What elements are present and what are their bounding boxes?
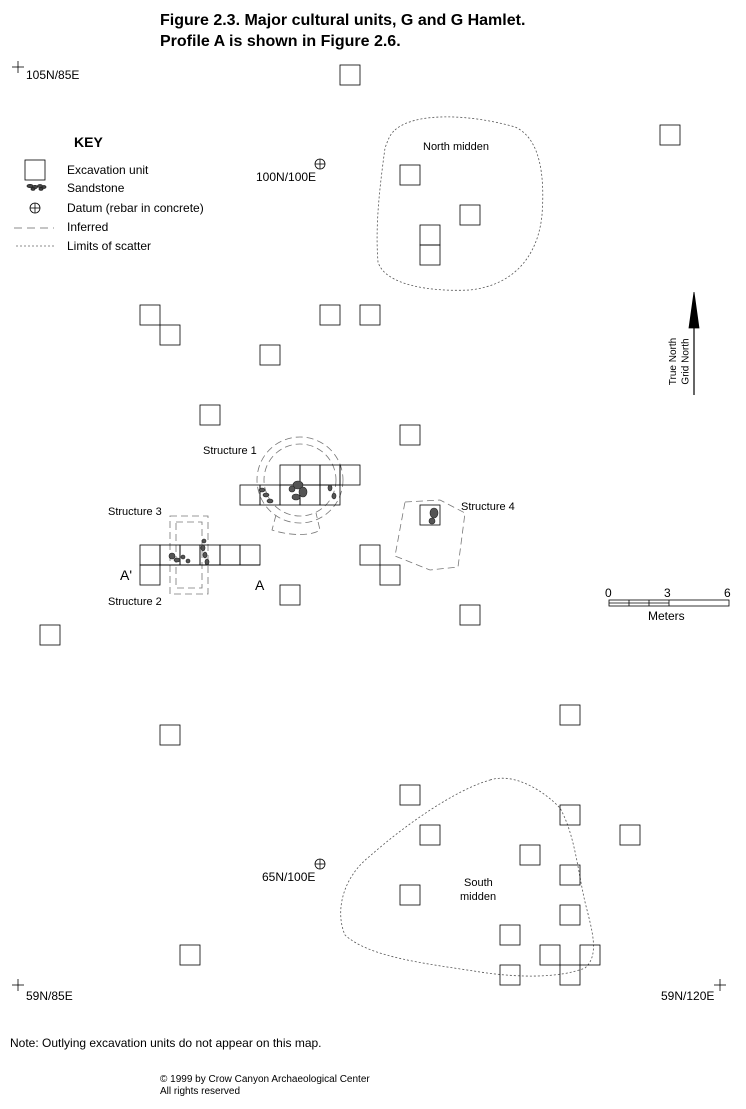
grid-label-nw: 105N/85E [26, 68, 80, 82]
label-south-midden-2: midden [460, 891, 497, 903]
structure-3-outline [169, 515, 209, 595]
copyright: © 1999 by Crow Canyon Archaeological Cen… [160, 1074, 370, 1098]
figure-title: Figure 2.3. Major cultural units, G and … [160, 10, 525, 52]
north-midden-boundary [376, 116, 544, 291]
key-label-excavation-unit: Excavation unit [67, 163, 149, 177]
datum-icon [29, 202, 41, 214]
key-label-limits-of-scatter: Limits of scatter [67, 239, 152, 253]
grid-cross-se [714, 979, 726, 991]
label-grid-north: Grid North [680, 338, 692, 385]
north-arrow-icon [688, 291, 700, 395]
scale-tick-0: 0 [605, 586, 612, 600]
grid-label-sw: 59N/85E [26, 989, 73, 1003]
label-structure-4: Structure 4 [461, 501, 515, 513]
scale-tick-6: 6 [724, 586, 731, 600]
structure-4-outline [394, 499, 466, 571]
label-north-midden: North midden [423, 141, 490, 153]
scale-tick-3: 3 [664, 586, 671, 600]
title-line-1: Figure 2.3. Major cultural units, G and … [160, 12, 526, 29]
structure-1-outline [256, 436, 344, 535]
label-structure-2: Structure 2 [108, 596, 162, 608]
scale-bar [608, 599, 730, 607]
label-structure-1: Structure 1 [203, 445, 257, 457]
map-note: Note: Outlying excavation units do not a… [10, 1036, 322, 1050]
key-label-inferred: Inferred [67, 220, 109, 234]
scale-unit: Meters [648, 609, 685, 623]
datum-icon [314, 158, 326, 170]
grid-cross-sw [12, 979, 24, 991]
square-icon [24, 159, 46, 181]
grid-cross-nw [12, 61, 24, 73]
label-profile-a: A [255, 577, 265, 593]
title-line-2: Profile A is shown in Figure 2.6. [160, 33, 401, 50]
datum-label-north: 100N/100E [256, 170, 317, 184]
datum-icon [314, 858, 326, 870]
label-profile-a-prime: A' [120, 567, 133, 583]
key-label-sandstone: Sandstone [67, 181, 125, 195]
copyright-line-1: © 1999 by Crow Canyon Archaeological Cen… [160, 1074, 370, 1085]
label-south-midden-1: South [464, 877, 493, 889]
label-true-north: True North [668, 337, 680, 386]
copyright-line-2: All rights reserved [160, 1086, 241, 1097]
key-title: KEY [74, 134, 103, 150]
key-label-datum: Datum (rebar in concrete) [67, 201, 204, 215]
sandstone-features [168, 480, 439, 566]
label-structure-3: Structure 3 [108, 506, 162, 518]
sandstone-icon [26, 183, 47, 191]
datum-label-south: 65N/100E [262, 870, 316, 884]
grid-label-se: 59N/120E [661, 989, 715, 1003]
